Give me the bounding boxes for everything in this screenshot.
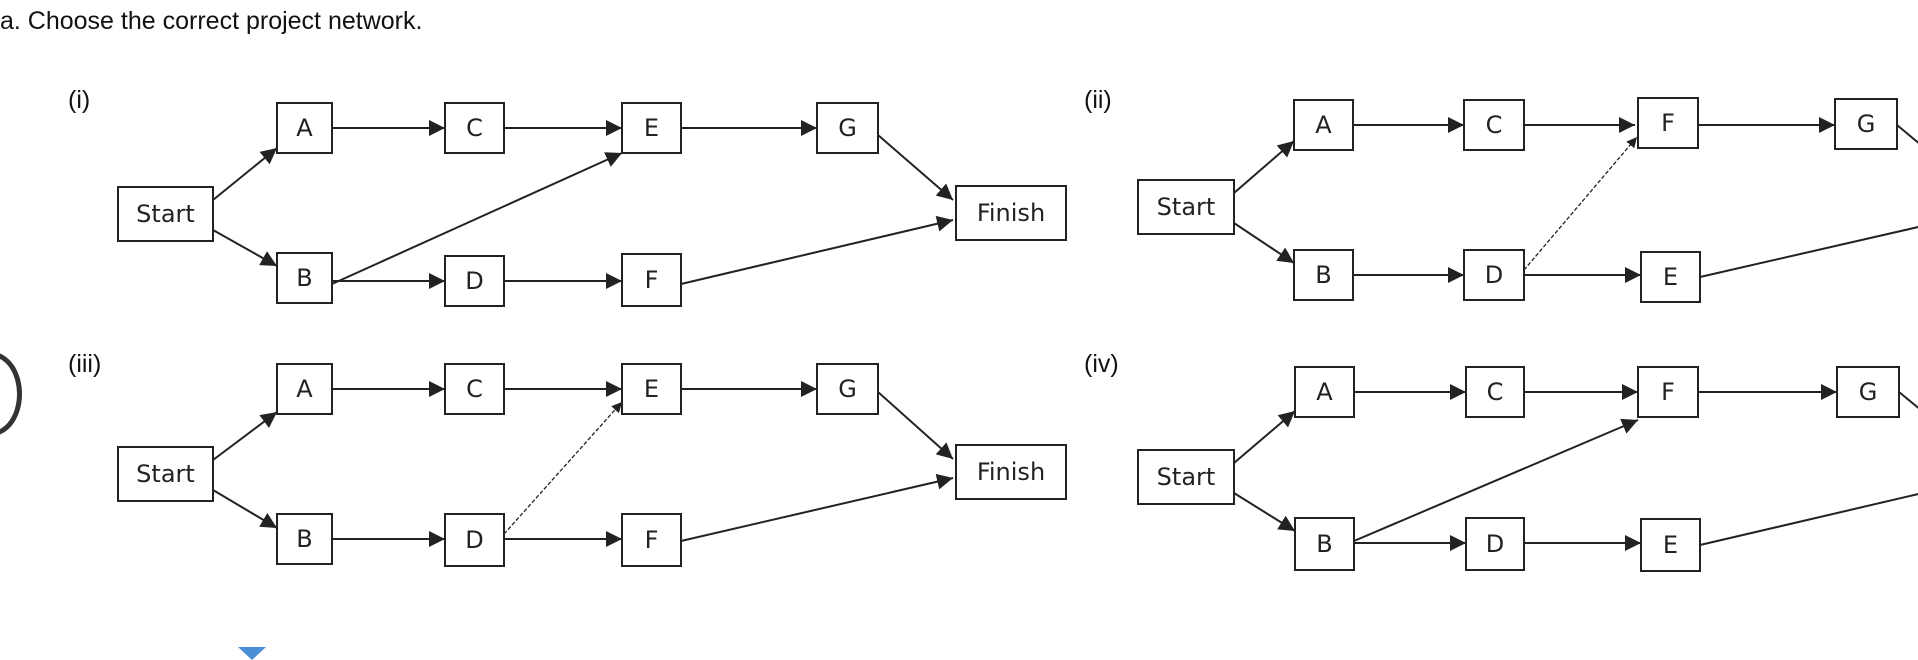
node-a: A	[1293, 99, 1354, 151]
node-a: A	[276, 363, 333, 415]
node-f: F	[1637, 366, 1699, 418]
node-c: C	[444, 102, 505, 154]
svg-text:D: D	[465, 267, 483, 295]
edge-g-finish	[877, 134, 954, 201]
network-diagram-iv[interactable]: Start A B C D F E G	[1127, 355, 1918, 585]
node-g: G	[816, 102, 879, 154]
svg-text:Start: Start	[1157, 193, 1216, 221]
edge-e-finish	[1699, 493, 1918, 546]
svg-text:C: C	[1486, 111, 1503, 139]
svg-text:F: F	[1661, 378, 1675, 406]
svg-text:F: F	[645, 266, 659, 294]
node-start: Start	[1137, 449, 1235, 505]
node-finish: Finish	[955, 185, 1067, 241]
edge-b-e	[331, 152, 623, 285]
radio-button-icon[interactable]	[0, 352, 22, 436]
svg-text:B: B	[1315, 261, 1331, 289]
node-f: F	[621, 513, 682, 567]
edge-g-finish	[1896, 124, 1918, 144]
edge-start-b	[212, 229, 278, 267]
node-g: G	[816, 363, 879, 415]
edge-start-a	[1233, 140, 1295, 194]
svg-text:E: E	[1663, 263, 1678, 291]
edge-start-b	[1233, 492, 1296, 532]
node-a: A	[276, 102, 333, 154]
svg-text:A: A	[296, 375, 313, 403]
edge-g-finish	[1898, 391, 1918, 409]
node-g: G	[1836, 366, 1900, 418]
node-e: E	[621, 102, 682, 154]
network-diagram-ii[interactable]: Start A B C D F E G	[1127, 85, 1918, 315]
svg-text:F: F	[1661, 109, 1675, 137]
node-a: A	[1294, 366, 1355, 418]
svg-text:D: D	[465, 526, 483, 554]
node-c: C	[444, 363, 505, 415]
node-b: B	[276, 513, 333, 565]
svg-text:A: A	[1315, 111, 1332, 139]
svg-text:Start: Start	[136, 200, 195, 228]
svg-text:A: A	[296, 114, 313, 142]
node-e: E	[1640, 251, 1701, 303]
edge-d-e-dummy	[503, 401, 623, 535]
edge-e-finish	[1699, 226, 1918, 278]
edge-f-finish	[680, 215, 954, 285]
node-f: F	[621, 253, 682, 307]
svg-text:Finish: Finish	[977, 199, 1045, 227]
edge-start-a	[212, 411, 278, 461]
network-diagram-i[interactable]: Start A B C D E F G	[110, 90, 1100, 320]
edge-start-a	[212, 147, 278, 201]
network-diagram-iii[interactable]: Start A B C D E F G	[110, 354, 1100, 584]
svg-text:G: G	[1859, 378, 1878, 406]
option-label-i: (i)	[68, 86, 91, 114]
svg-text:D: D	[1486, 530, 1504, 558]
question-text: a. Choose the correct project network.	[0, 7, 423, 35]
edge-start-a	[1233, 410, 1296, 464]
node-d: D	[1465, 517, 1525, 571]
node-c: C	[1463, 99, 1525, 151]
svg-text:Start: Start	[136, 460, 195, 488]
svg-text:G: G	[838, 375, 857, 403]
node-d: D	[444, 255, 505, 307]
edge-g-finish	[877, 391, 954, 460]
node-g: G	[1834, 98, 1898, 150]
svg-text:B: B	[296, 525, 312, 553]
svg-text:Finish: Finish	[977, 458, 1045, 486]
svg-text:C: C	[466, 375, 483, 403]
node-start: Start	[1137, 179, 1235, 235]
svg-text:E: E	[644, 375, 659, 403]
svg-text:C: C	[1487, 378, 1504, 406]
node-e: E	[1640, 518, 1701, 572]
node-e: E	[621, 363, 682, 415]
node-start: Start	[117, 186, 214, 242]
option-label-iv: (iv)	[1084, 350, 1119, 378]
node-d: D	[1463, 249, 1525, 301]
dropdown-caret-icon[interactable]	[238, 647, 266, 660]
svg-text:Start: Start	[1157, 463, 1216, 491]
node-f: F	[1637, 97, 1699, 149]
edge-start-b	[212, 489, 278, 529]
edge-f-finish	[680, 473, 954, 542]
edge-start-b	[1233, 222, 1295, 264]
node-c: C	[1465, 366, 1525, 418]
node-d: D	[444, 513, 505, 567]
svg-text:D: D	[1485, 261, 1503, 289]
edge-b-f	[1353, 418, 1639, 542]
svg-text:E: E	[1663, 531, 1678, 559]
svg-text:B: B	[1316, 530, 1332, 558]
node-b: B	[276, 252, 333, 304]
node-b: B	[1293, 249, 1354, 301]
svg-text:F: F	[645, 526, 659, 554]
svg-text:E: E	[644, 114, 659, 142]
svg-text:G: G	[1857, 110, 1876, 138]
option-label-iii: (iii)	[68, 350, 102, 378]
node-start: Start	[117, 446, 214, 502]
node-finish: Finish	[955, 444, 1067, 500]
svg-text:C: C	[466, 114, 483, 142]
edge-d-f-dummy	[1523, 136, 1638, 271]
svg-text:A: A	[1316, 378, 1333, 406]
option-label-ii: (ii)	[1084, 86, 1112, 114]
svg-text:G: G	[838, 114, 857, 142]
node-b: B	[1294, 517, 1355, 571]
svg-text:B: B	[296, 264, 312, 292]
